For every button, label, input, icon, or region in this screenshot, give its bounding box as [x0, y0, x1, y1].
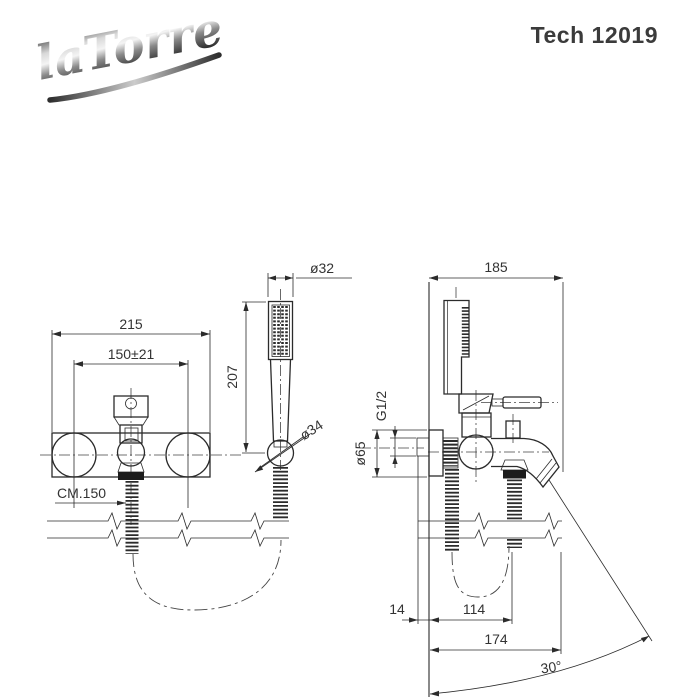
hose-loop-front	[132, 539, 282, 611]
tub-outlet-side	[500, 459, 529, 548]
brand-logo: laTorre	[32, 2, 227, 103]
front-break-lines	[47, 511, 289, 548]
dim-spout-angle-label: 30°	[540, 658, 563, 677]
aerator-rings	[535, 458, 553, 480]
dim-spout-reach: 174	[430, 552, 562, 654]
dim-inlet-centers-label: 150±21	[108, 346, 155, 362]
dim-inlet-centers: 150±21	[74, 346, 188, 367]
dim-handshower-length: 207	[224, 301, 266, 454]
dim-outlet-distance: 114	[430, 552, 513, 624]
mixer-outlet-front	[117, 462, 145, 554]
dim-handshower-diameter: ø32	[267, 260, 352, 297]
hand-shower-side	[443, 299, 470, 395]
shower-holder-front	[257, 436, 304, 520]
dim-rosette-diameter: ø65	[352, 429, 427, 478]
inlet-nipple	[416, 437, 430, 457]
front-view: 215 150±21 ø32	[40, 260, 352, 611]
spout-side	[491, 437, 560, 489]
dim-handshower-diameter-label: ø32	[310, 260, 334, 276]
dim-rosette-diameter-label: ø65	[352, 441, 368, 465]
dim-overall-depth-label: 185	[484, 259, 508, 275]
dim-overall-depth: 185	[429, 259, 564, 472]
side-view: 185 G1/2 ø65	[352, 259, 653, 697]
dim-connection-thread-label: G1/2	[373, 391, 389, 422]
dim-wall-offset: 14	[389, 456, 512, 624]
mixer-body-side	[458, 434, 494, 470]
dim-handshower-length-label: 207	[224, 365, 240, 389]
hose-length-label: CM.150	[57, 485, 106, 501]
side-break-lines	[418, 511, 562, 548]
dim-outlet-distance-label: 114	[463, 601, 486, 617]
diverter-ball	[116, 438, 146, 467]
dim-overall-width-label: 215	[119, 316, 143, 332]
handle-cap	[125, 397, 137, 410]
cartridge-column-side	[461, 412, 492, 438]
lever-handle-side	[491, 396, 542, 409]
spray-face-grid	[273, 306, 288, 355]
hose-loop-side	[451, 545, 510, 598]
model-number: Tech 12019	[530, 22, 658, 48]
wall-rosette	[428, 429, 444, 477]
mixer-handle-front	[113, 395, 149, 467]
dim-spout-reach-label: 174	[484, 631, 508, 647]
hand-shower-front	[267, 300, 294, 448]
dim-wall-offset-label: 14	[389, 601, 405, 617]
wall-connection-side	[416, 429, 459, 477]
dim-spout-angle: 30°	[429, 479, 653, 697]
brand-logo-underline	[47, 52, 222, 103]
hose-length-callout: CM.150	[55, 485, 126, 506]
dim-overall-width: 215	[51, 316, 211, 432]
dim-connection-thread: G1/2	[373, 391, 416, 468]
dim-holder-diameter-label: ø34	[297, 416, 326, 443]
